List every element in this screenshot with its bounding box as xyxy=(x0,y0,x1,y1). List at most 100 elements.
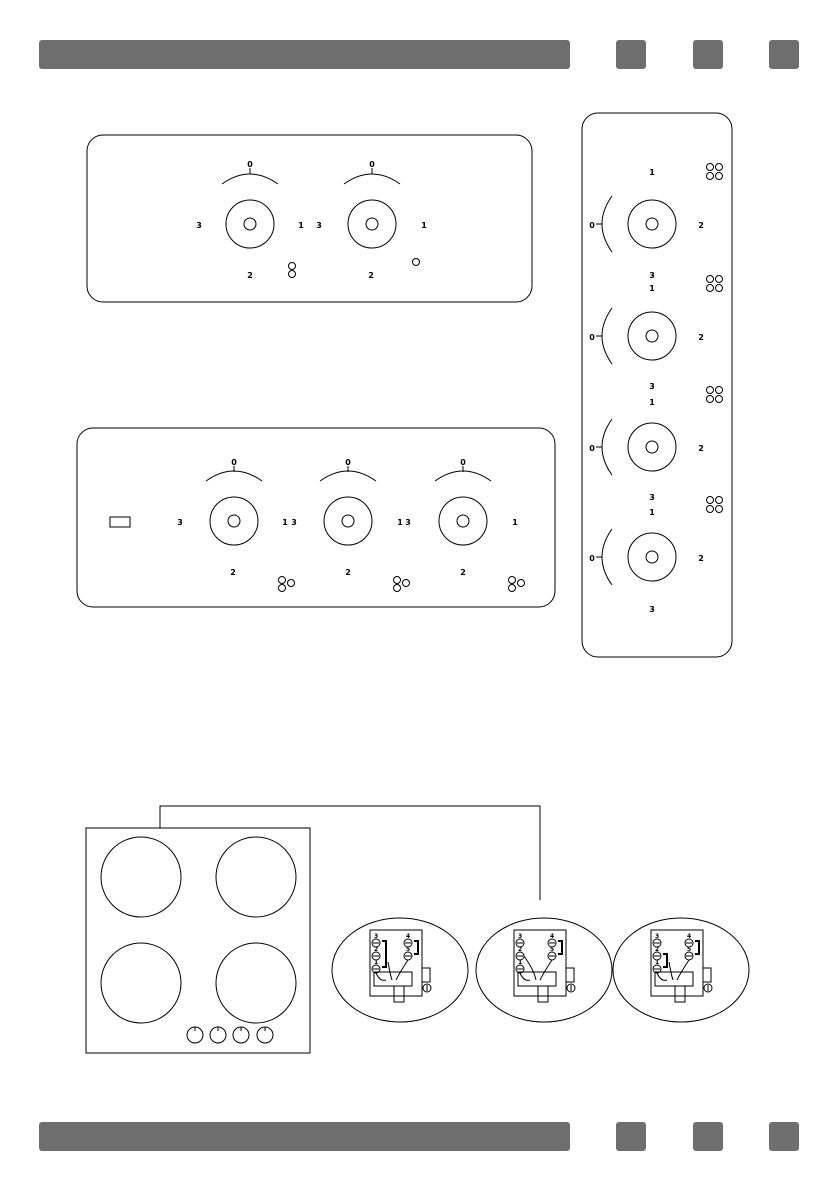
knob-label-right: 2 xyxy=(698,444,704,453)
knob-label-bottom: 2 xyxy=(247,271,253,280)
terminal-label: 4 xyxy=(550,933,554,940)
cable-clamp xyxy=(517,971,557,987)
knob-label-bottom: 3 xyxy=(649,605,655,614)
knob-ring xyxy=(347,199,397,249)
terminal-screw-icon xyxy=(684,951,694,961)
cooking-zone xyxy=(215,942,297,1024)
zone-indicator-icon xyxy=(393,576,410,592)
knob-ring xyxy=(627,199,677,249)
knob-center xyxy=(645,217,659,231)
cable-outlet xyxy=(674,985,686,1003)
knob: 0 3 1 2 xyxy=(177,458,295,592)
knob-center xyxy=(456,514,470,528)
terminal-label: 3 xyxy=(518,933,522,940)
knob: 1 0 2 3 xyxy=(589,275,723,391)
knob-center xyxy=(243,217,257,231)
zone-indicator-icon xyxy=(412,258,420,266)
knob: 1 0 2 3 xyxy=(589,386,723,502)
knob-center xyxy=(645,329,659,343)
earth-terminal-icon xyxy=(422,983,432,993)
knob-label-right: 1 xyxy=(282,518,288,527)
control-knob-icon xyxy=(232,1026,250,1044)
control-panel-vertical: 1 0 2 3 1 0 2 3 1 0 xyxy=(581,112,733,658)
hob-top-view xyxy=(85,805,541,1054)
knob: 0 3 1 2 xyxy=(196,160,304,280)
knob-label-left: 0 xyxy=(589,444,595,453)
cooking-zone xyxy=(215,836,297,918)
scale-arc xyxy=(434,470,492,482)
knob: 0 3 1 2 xyxy=(316,160,427,280)
knob-ring xyxy=(323,496,373,546)
cooking-zone xyxy=(100,836,182,918)
earth-terminal-icon xyxy=(703,983,713,993)
terminal-screw-icon xyxy=(515,938,525,948)
wire xyxy=(387,961,393,981)
footer-bar xyxy=(39,1122,570,1151)
knob: 0 3 1 2 xyxy=(405,458,525,592)
knob: 1 0 2 3 xyxy=(589,163,723,280)
knob-label-top: 1 xyxy=(649,398,655,407)
bridge-link xyxy=(663,953,668,968)
earth-bracket xyxy=(565,967,575,983)
terminal-screw-icon xyxy=(652,938,662,948)
terminal-plate xyxy=(513,929,567,997)
knob-label-right: 1 xyxy=(397,518,403,527)
knob-label-left: 0 xyxy=(589,333,595,342)
terminal-screw-icon xyxy=(547,951,557,961)
zone-indicator-icon xyxy=(706,496,723,513)
terminal-block-diagram: 3 4 2 5 1 xyxy=(475,917,613,1023)
panel-outline xyxy=(581,112,733,658)
cooking-zone xyxy=(100,942,182,1024)
terminal-screw-icon xyxy=(684,938,694,948)
knob-label-right: 1 xyxy=(512,518,518,527)
knob-label-right: 1 xyxy=(298,221,304,230)
earth-bracket xyxy=(702,967,712,983)
header-tab-1 xyxy=(616,40,646,69)
footer-tab-3 xyxy=(769,1122,799,1151)
knob-label-top: 0 xyxy=(247,160,253,169)
terminal-block-diagram: 3 4 2 5 1 xyxy=(612,917,750,1023)
knob-label-top: 0 xyxy=(369,160,375,169)
footer-tab-1 xyxy=(616,1122,646,1151)
knob-label-right: 2 xyxy=(698,333,704,342)
scale-arc xyxy=(601,418,613,476)
knob-label-bottom: 2 xyxy=(230,568,236,577)
terminal-label: 2 xyxy=(518,946,522,953)
knob-label-left: 3 xyxy=(291,518,297,527)
knob-label-right: 2 xyxy=(698,221,704,230)
scale-arc xyxy=(205,470,263,482)
bridge-link xyxy=(382,940,387,968)
knob-label-left: 3 xyxy=(316,221,322,230)
knob-label-left: 0 xyxy=(589,554,595,563)
terminal-label: 1 xyxy=(374,959,378,966)
knob-label-right: 2 xyxy=(698,554,704,563)
knob-label-left: 3 xyxy=(405,518,411,527)
knob-label-top: 1 xyxy=(649,168,655,177)
knob-center xyxy=(645,550,659,564)
knob: 0 3 1 2 xyxy=(291,458,410,592)
knob-label-left: 3 xyxy=(196,221,202,230)
knob: 1 0 2 3 xyxy=(589,496,723,614)
knob-label-top: 1 xyxy=(649,508,655,517)
wire xyxy=(656,972,668,981)
knob-label-bottom: 3 xyxy=(649,382,655,391)
knob-label-top: 0 xyxy=(345,458,351,467)
zone-indicator-icon xyxy=(706,275,723,292)
knob-ring xyxy=(225,199,275,249)
knob-label-right: 1 xyxy=(421,221,427,230)
terminal-label: 5 xyxy=(550,946,554,953)
terminal-label: 1 xyxy=(518,959,522,966)
terminal-screw-icon xyxy=(371,938,381,948)
knob-ring xyxy=(627,422,677,472)
terminal-label: 2 xyxy=(655,946,659,953)
header-tab-2 xyxy=(693,40,723,69)
panel-outline xyxy=(86,134,533,303)
zone-indicator-icon xyxy=(706,163,723,180)
terminal-label: 1 xyxy=(655,959,659,966)
terminal-screw-icon xyxy=(652,951,662,961)
pilot-light xyxy=(109,516,131,528)
cable-clamp xyxy=(373,971,413,987)
scale-arc xyxy=(601,307,613,365)
knob-label-bottom: 2 xyxy=(368,271,374,280)
wire xyxy=(539,959,553,981)
